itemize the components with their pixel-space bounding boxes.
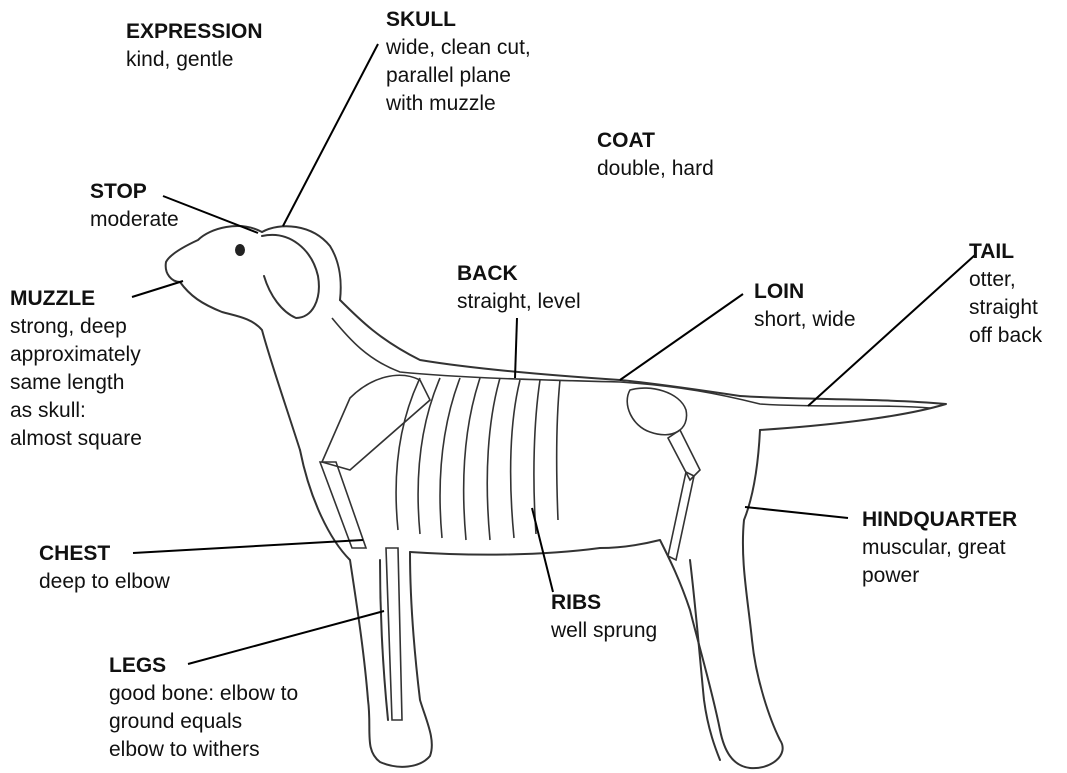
muzzle-label: MUZZLE strong, deep approximately same l… [10,285,142,453]
skull-label: SKULL wide, clean cut, parallel plane wi… [386,6,531,118]
rib-8 [557,380,560,520]
tail-description: otter, straight off back [969,266,1042,350]
coat-description: double, hard [597,155,714,183]
hindquarter-label: HINDQUARTER muscular, great power [862,506,1017,590]
skull-title: SKULL [386,6,531,34]
dog-skull-outline [262,226,341,300]
ribs-label: RIBS well sprung [551,589,657,645]
chest-description: deep to elbow [39,568,170,596]
rib-3 [440,378,460,538]
dog-hind-leg-inner [690,560,720,760]
chest-label: CHEST deep to elbow [39,540,170,596]
pelvis [627,388,686,435]
loin-leader-line [620,294,743,380]
dog-tail-outline [740,396,946,430]
back-title: BACK [457,260,581,288]
femur [668,430,700,480]
dog-head-outline [166,226,300,450]
back-leader-line [515,318,517,378]
ribs-description: well sprung [551,617,657,645]
rib-4 [464,378,480,540]
loin-description: short, wide [754,306,856,334]
loin-title: LOIN [754,278,856,306]
expression-label: EXPRESSION kind, gentle [126,18,263,74]
hindquarter-title: HINDQUARTER [862,506,1017,534]
tail-title: TAIL [969,238,1042,266]
dog-belly-outline [410,548,600,555]
rib-5 [487,378,500,540]
dog-front-leg-outline [300,450,432,767]
tibia [668,472,694,560]
skull-description: wide, clean cut, parallel plane with muz… [386,34,531,118]
scapula [322,375,430,470]
dog-ear-outline [262,235,319,318]
back-description: straight, level [457,288,581,316]
coat-label: COAT double, hard [597,127,714,183]
ribs-leader-line [532,508,553,592]
hindquarter-description: muscular, great power [862,534,1017,590]
stop-description: moderate [90,206,179,234]
leader-lines [132,44,975,664]
legs-title: LEGS [109,652,298,680]
front-leg-lower-bone [386,548,402,720]
stop-label: STOP moderate [90,178,179,234]
skull-leader-line [283,44,378,226]
rib-6 [511,380,520,538]
muzzle-description: strong, deep approximately same length a… [10,313,142,453]
rib-7 [534,380,540,534]
tail-label: TAIL otter, straight off back [969,238,1042,350]
loin-label: LOIN short, wide [754,278,856,334]
dog-eye [235,244,245,256]
ribs-title: RIBS [551,589,657,617]
coat-title: COAT [597,127,714,155]
legs-description: good bone: elbow to ground equals elbow … [109,680,298,764]
chest-title: CHEST [39,540,170,568]
back-label: BACK straight, level [457,260,581,316]
muzzle-title: MUZZLE [10,285,142,313]
expression-title: EXPRESSION [126,18,263,46]
front-leg-bone [320,462,366,548]
expression-description: kind, gentle [126,46,263,74]
rib-1 [396,378,420,530]
stop-title: STOP [90,178,179,206]
hindquarter-leader-line [745,507,848,518]
legs-label: LEGS good bone: elbow to ground equals e… [109,652,298,764]
